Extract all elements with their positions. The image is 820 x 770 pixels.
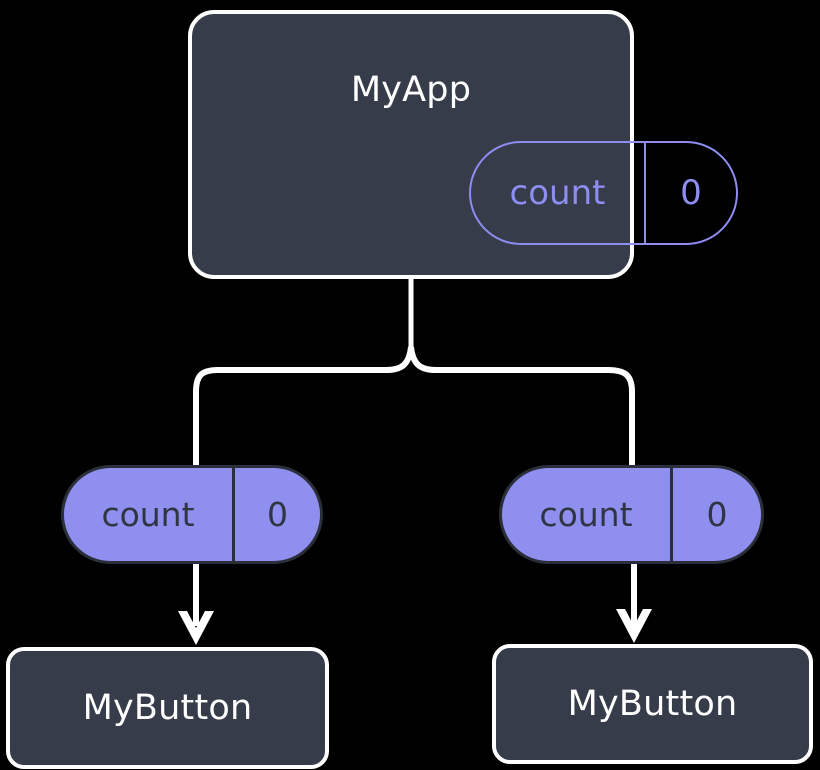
state-chip-key: count (509, 173, 606, 213)
connector-fork-left (193, 346, 414, 466)
arrow-head-right (616, 609, 652, 643)
arrow-shaft-right (631, 560, 637, 626)
state-chip-branch-left[interactable]: count 0 (61, 465, 323, 564)
state-chip-value: 0 (232, 468, 320, 561)
node-mybutton-left[interactable]: MyButton (6, 647, 329, 769)
state-chip-myapp[interactable]: count 0 (469, 141, 738, 245)
node-myapp-label: MyApp (350, 70, 472, 110)
arrow-shaft-left (193, 560, 199, 626)
node-myapp[interactable]: MyApp count 0 (188, 10, 738, 279)
state-chip-value: 0 (644, 143, 736, 243)
node-mybutton-label: MyButton (82, 688, 253, 728)
connector-fork-right (408, 346, 635, 466)
state-chip-key: count (539, 495, 633, 534)
arrow-head-left (178, 611, 214, 645)
node-mybutton-label: MyButton (567, 684, 738, 724)
state-chip-value: 0 (670, 468, 761, 561)
state-chip-key: count (101, 495, 195, 534)
state-chip-branch-right[interactable]: count 0 (499, 465, 764, 564)
node-mybutton-right[interactable]: MyButton (492, 644, 813, 764)
